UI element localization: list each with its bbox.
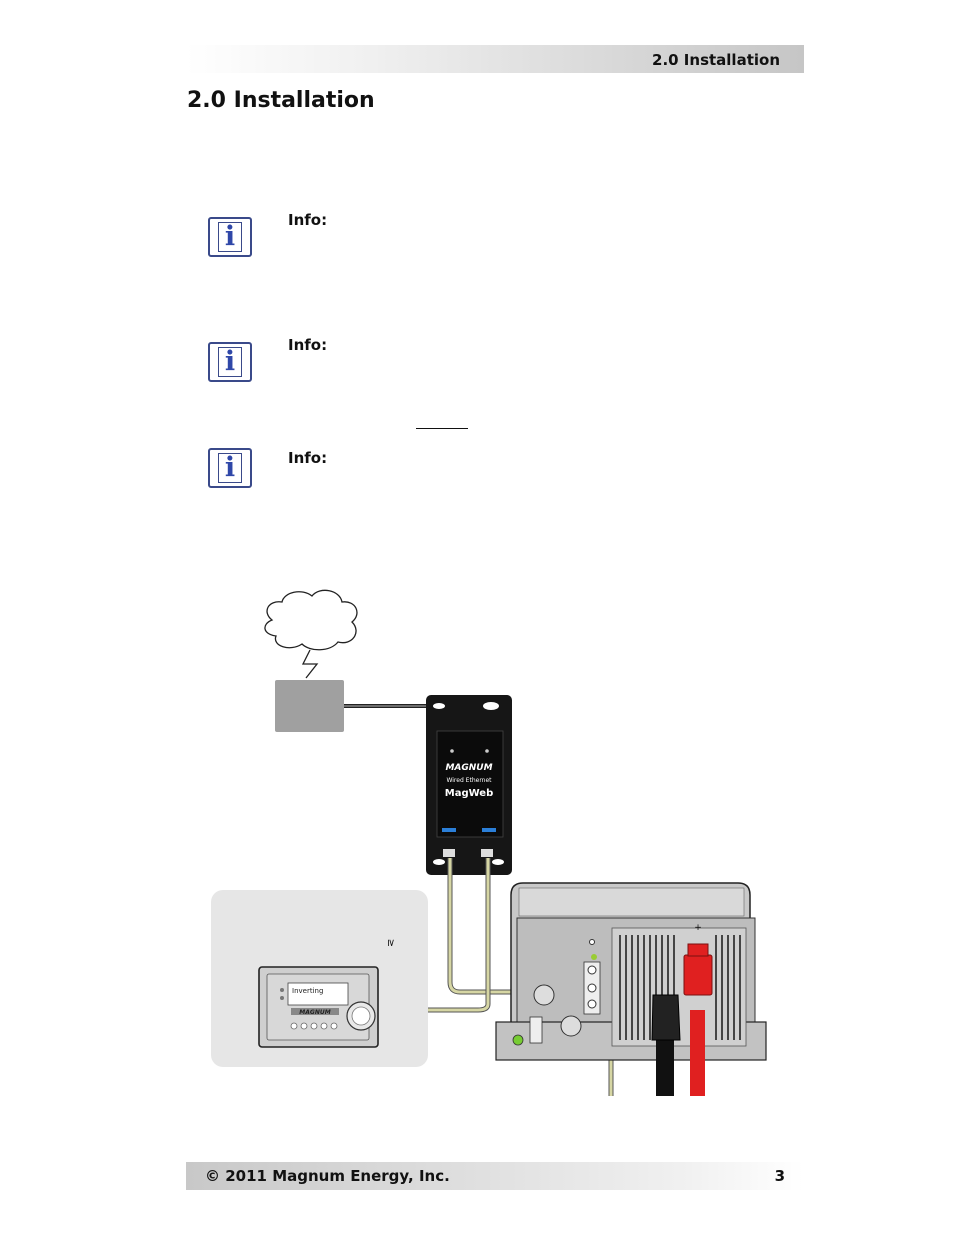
info-icon: i bbox=[208, 342, 252, 382]
remote-brand: MAGNUM bbox=[299, 1009, 330, 1016]
info-label-1: Info: bbox=[288, 211, 328, 229]
inverter-unit: + bbox=[495, 882, 767, 1096]
page-footer: © 2011 Magnum Energy, Inc. 3 bbox=[186, 1162, 804, 1190]
header-section-title: 2.0 Installation bbox=[652, 51, 780, 69]
footer-page-number: 3 bbox=[774, 1167, 785, 1185]
remote-display-text: Inverting bbox=[292, 987, 323, 995]
info-label-3: Info: bbox=[288, 449, 328, 467]
magweb-brand: MAGNUM bbox=[445, 763, 492, 773]
underline-rule bbox=[416, 428, 468, 429]
info-icon: i bbox=[208, 217, 252, 257]
magweb-unit: MAGNUM Wired Ethernet MagWeb bbox=[426, 695, 512, 875]
magweb-name: MagWeb bbox=[445, 788, 493, 799]
router-box bbox=[275, 680, 344, 732]
magweb-subtitle: Wired Ethernet bbox=[446, 777, 492, 784]
info-icon: i bbox=[208, 448, 252, 488]
svg-text:+: + bbox=[694, 923, 702, 933]
remote-symbol: ≥ bbox=[385, 939, 396, 947]
info-label-2: Info: bbox=[288, 336, 328, 354]
page-header: 2.0 Installation bbox=[186, 45, 804, 73]
wireless-link-icon bbox=[301, 649, 319, 679]
remote-control: Inverting MAGNUM bbox=[258, 966, 379, 1048]
footer-copyright: © 2011 Magnum Energy, Inc. bbox=[205, 1167, 450, 1185]
internet-cloud-icon bbox=[264, 589, 358, 651]
page-title: 2.0 Installation bbox=[187, 88, 375, 113]
